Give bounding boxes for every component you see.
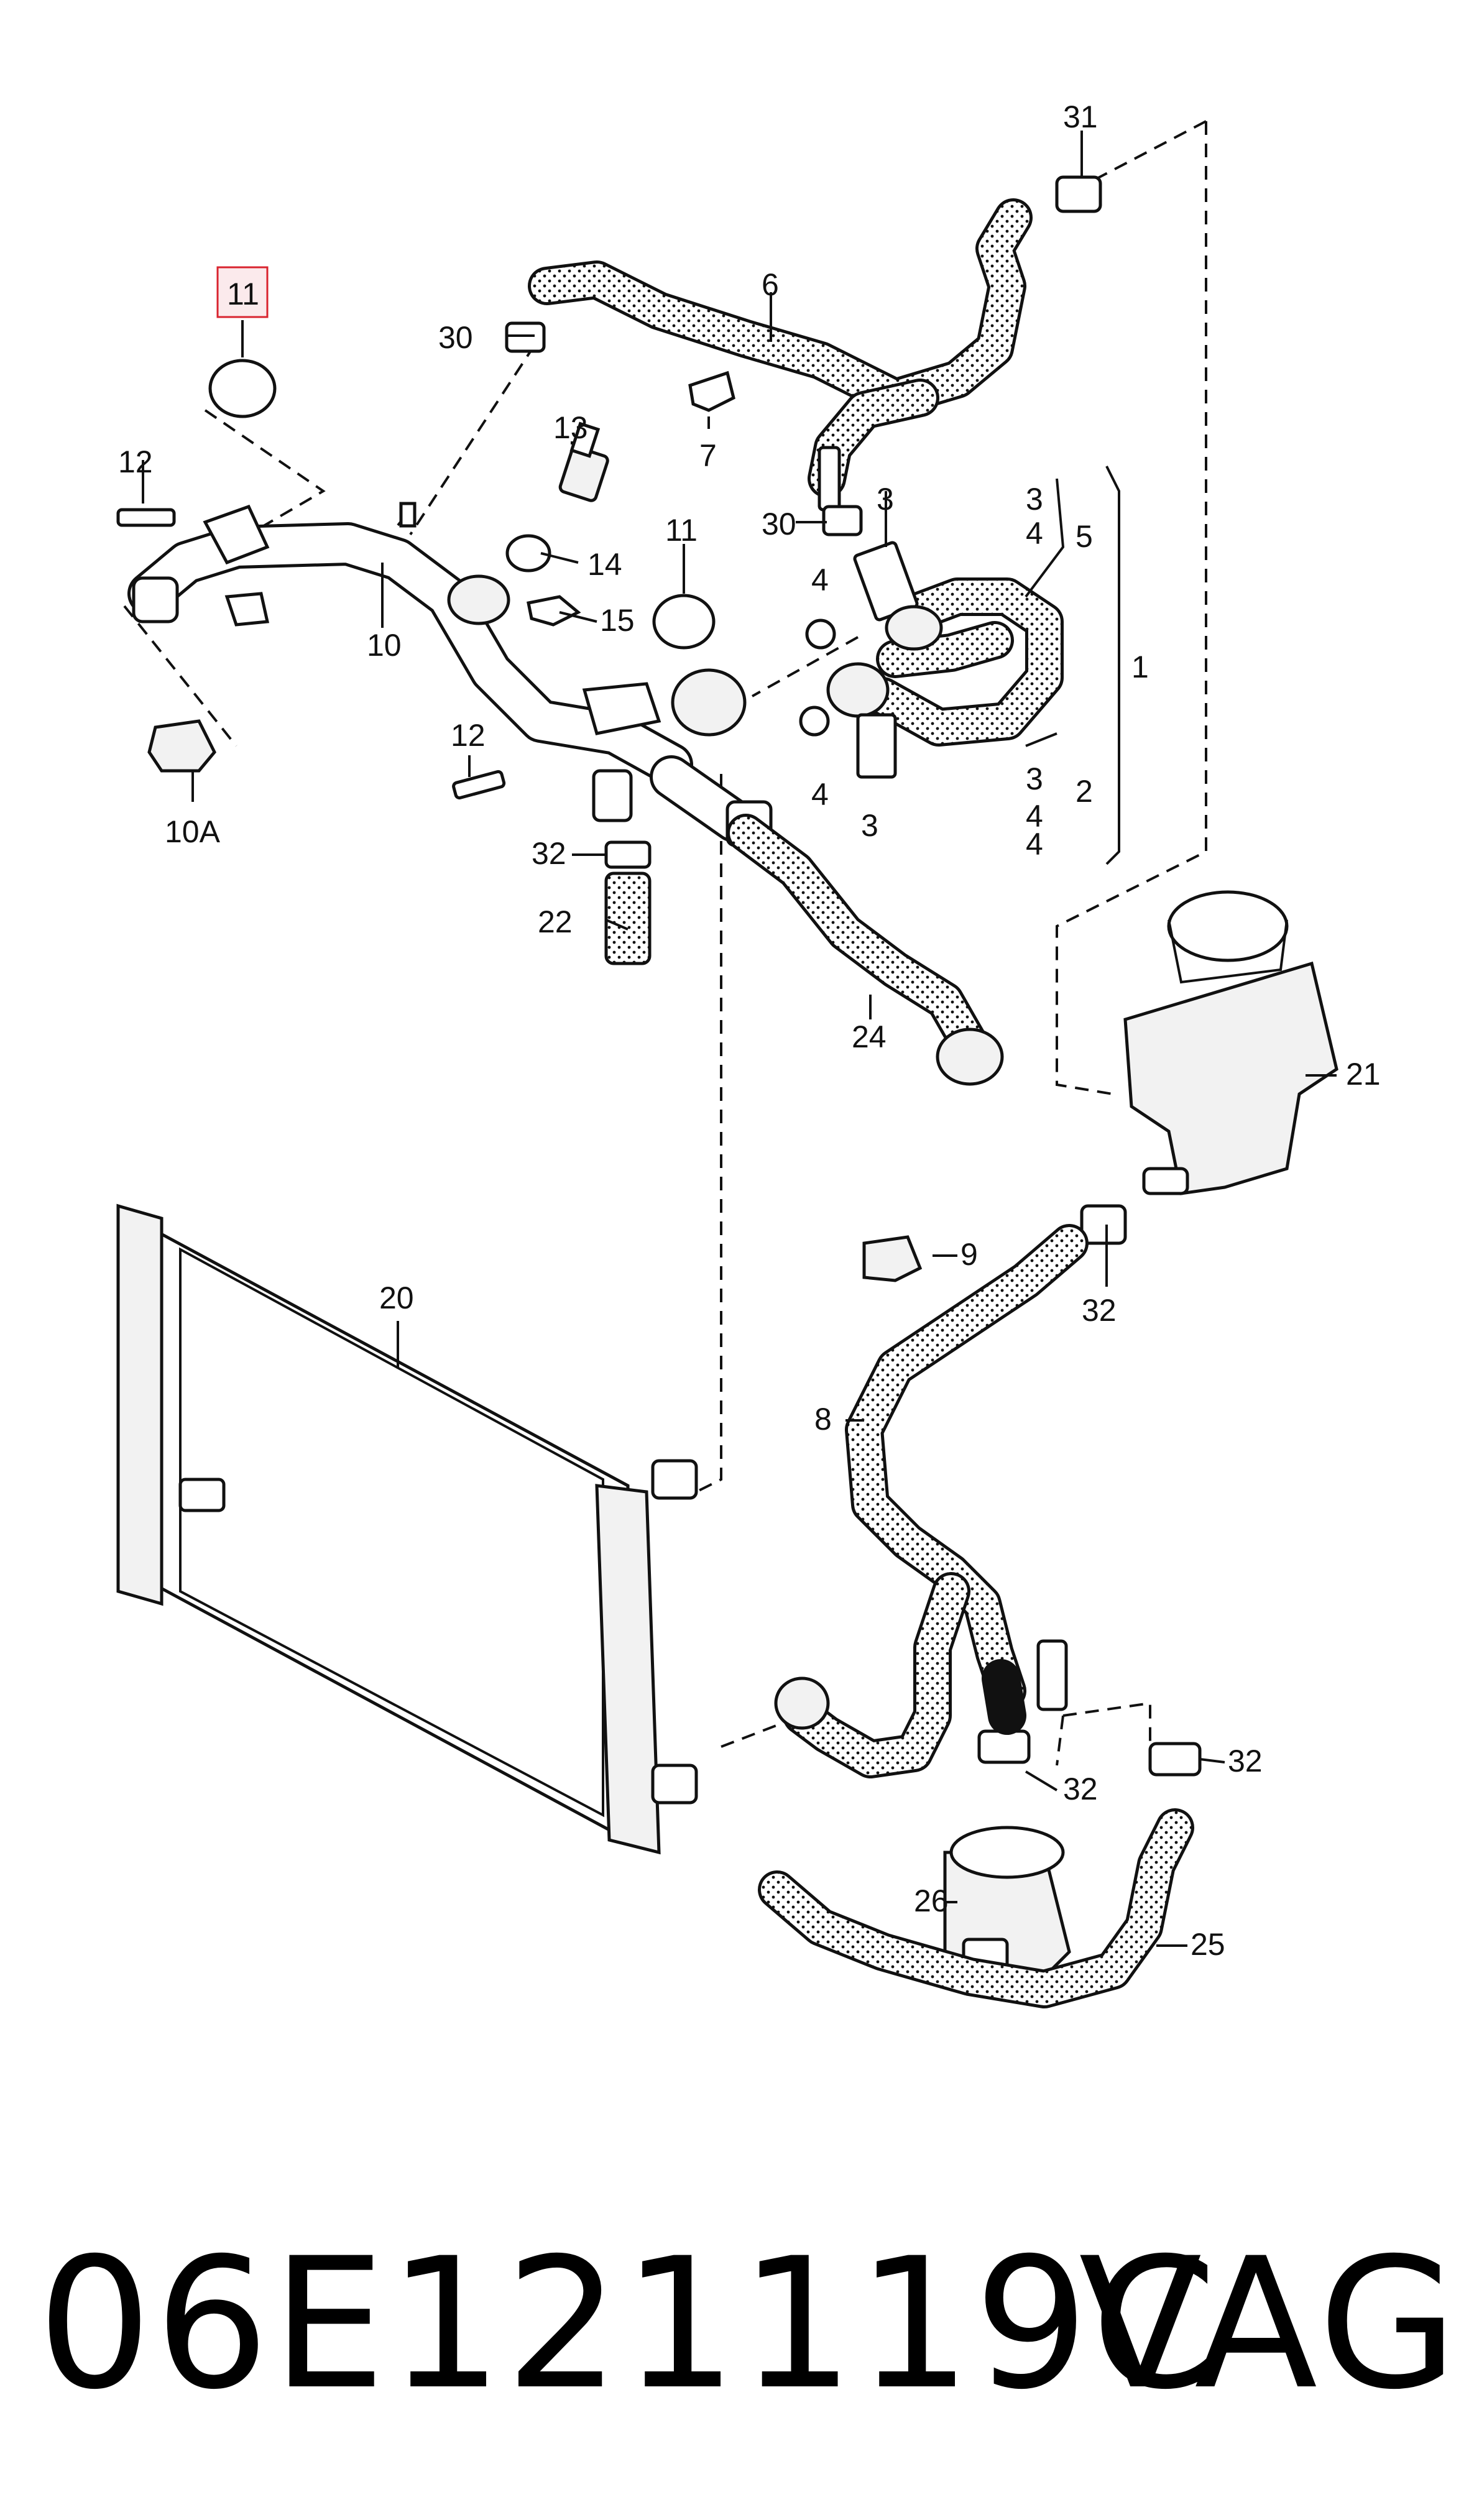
radiator-outlet <box>651 1764 698 1805</box>
label-22: 22 <box>538 904 573 939</box>
clip-15 <box>527 595 581 627</box>
pipe-stub-down <box>592 769 633 822</box>
hose-24-end <box>936 1028 1004 1086</box>
clamp-31 <box>1055 175 1102 213</box>
bracket-9 <box>862 1235 923 1282</box>
label-24: 24 <box>852 1019 887 1054</box>
hose-22 <box>604 871 652 965</box>
label-20: 20 <box>379 1281 414 1315</box>
label-11: 11 <box>227 277 259 311</box>
clip-7 <box>688 370 735 412</box>
bolt-12-lower <box>452 770 506 800</box>
part-number: 06E121119C <box>37 2220 1220 2429</box>
label-7: 7 <box>699 438 717 473</box>
label-21: 21 <box>1346 1057 1381 1092</box>
o-ring-4-lower <box>799 706 830 737</box>
label-4-left-top: 4 <box>811 563 829 597</box>
hose-25 <box>758 1808 1194 2008</box>
label-10A: 10A <box>165 814 221 849</box>
tank-body <box>1123 961 1338 1195</box>
label-32-a: 32 <box>532 836 566 871</box>
hose-6 <box>528 198 1033 512</box>
label-2: 2 <box>1076 774 1093 809</box>
label-12-upper: 12 <box>118 444 153 479</box>
label-9: 9 <box>960 1237 978 1272</box>
pipe-flange-left <box>203 504 270 565</box>
label-3-right-top: 3 <box>1026 482 1043 517</box>
label-8: 8 <box>814 1402 832 1437</box>
leader-lines <box>142 131 1337 1947</box>
label-3-bottom: 3 <box>861 808 878 843</box>
clamp-30-upper <box>505 321 546 353</box>
pipe-end-cap <box>132 576 179 623</box>
clamps <box>505 175 1202 1777</box>
hose-8-branch <box>1036 1639 1068 1711</box>
pipe-flange-right <box>582 682 661 735</box>
hose-6-connector <box>818 446 841 512</box>
hose-8 <box>774 1224 1089 1778</box>
part-labels: 11 12 10 12 10A 13 14 15 11 30 6 7 31 30… <box>118 99 1381 1962</box>
clamp-30-lower <box>822 505 863 536</box>
label-12-lower: 12 <box>451 718 486 753</box>
radiator-core <box>154 1228 630 1843</box>
pipe-flange-lower <box>224 592 270 627</box>
clamp-32-b <box>1080 1204 1127 1245</box>
radiator-left-tank <box>116 1203 164 1606</box>
bracket-10A <box>147 719 216 773</box>
label-15: 15 <box>600 603 635 638</box>
connector-3-lower <box>856 713 897 779</box>
hose-3-4-5 <box>799 541 1064 779</box>
bleed-screw <box>399 502 417 528</box>
label-1: 1 <box>1131 650 1149 684</box>
label-32-c: 32 <box>1063 1772 1098 1806</box>
hose-24 <box>727 814 1004 1086</box>
radiator-right-tank <box>595 1484 661 1855</box>
label-4-left-bottom: 4 <box>811 777 829 812</box>
hose-clamp-lower <box>826 662 890 718</box>
label-4-extra: 4 <box>1026 827 1043 862</box>
o-ring-14 <box>505 534 551 573</box>
clamp-32-c <box>977 1729 1031 1764</box>
label-14: 14 <box>587 547 622 582</box>
label-13: 13 <box>553 410 588 445</box>
label-11-second: 11 <box>665 513 698 548</box>
label-32-d: 32 <box>1228 1744 1263 1778</box>
expansion-tank-21 <box>1123 890 1338 1195</box>
bolt-12-upper <box>116 508 176 527</box>
radiator-inlet <box>651 1459 698 1500</box>
highlight-box-part-11 <box>216 266 269 318</box>
brand-name: VAG <box>1079 2220 1462 2429</box>
hose-8-end <box>774 1676 830 1730</box>
pump-top <box>949 1826 1065 1879</box>
tank-outlet <box>1142 1167 1189 1195</box>
clamp-32-a <box>604 840 652 869</box>
pipe-sensor-boss <box>447 574 510 625</box>
o-ring-4-upper <box>805 619 836 650</box>
label-25: 25 <box>1191 1927 1225 1962</box>
label-3-right-bottom: 3 <box>1026 761 1043 796</box>
temp-sensor-plug <box>569 421 601 458</box>
radiator-20 <box>116 1203 698 1855</box>
label-10: 10 <box>367 628 402 663</box>
label-30-lower: 30 <box>762 507 796 541</box>
clamp-32-d <box>1148 1742 1202 1777</box>
label-4-right-top: 4 <box>1026 516 1043 551</box>
label-26: 26 <box>914 1883 949 1918</box>
radiator-side-stub <box>178 1478 226 1512</box>
label-30-upper: 30 <box>438 320 473 355</box>
part-number-footer: 06E121119C VAG <box>0 2200 1474 2449</box>
label-31: 31 <box>1063 99 1098 134</box>
hose-clamp-upper <box>885 605 943 651</box>
label-6: 6 <box>762 267 779 302</box>
label-4-right-bottom: 4 <box>1026 799 1043 834</box>
label-5: 5 <box>1076 519 1093 554</box>
tank-cap <box>1167 890 1289 962</box>
coolant-pipe-10 <box>127 502 773 847</box>
label-3-top: 3 <box>877 482 894 517</box>
label-32-b: 32 <box>1082 1293 1117 1328</box>
small-parts <box>116 359 923 1282</box>
pipe-connector-right <box>671 668 747 737</box>
hose-22-body <box>604 871 652 965</box>
